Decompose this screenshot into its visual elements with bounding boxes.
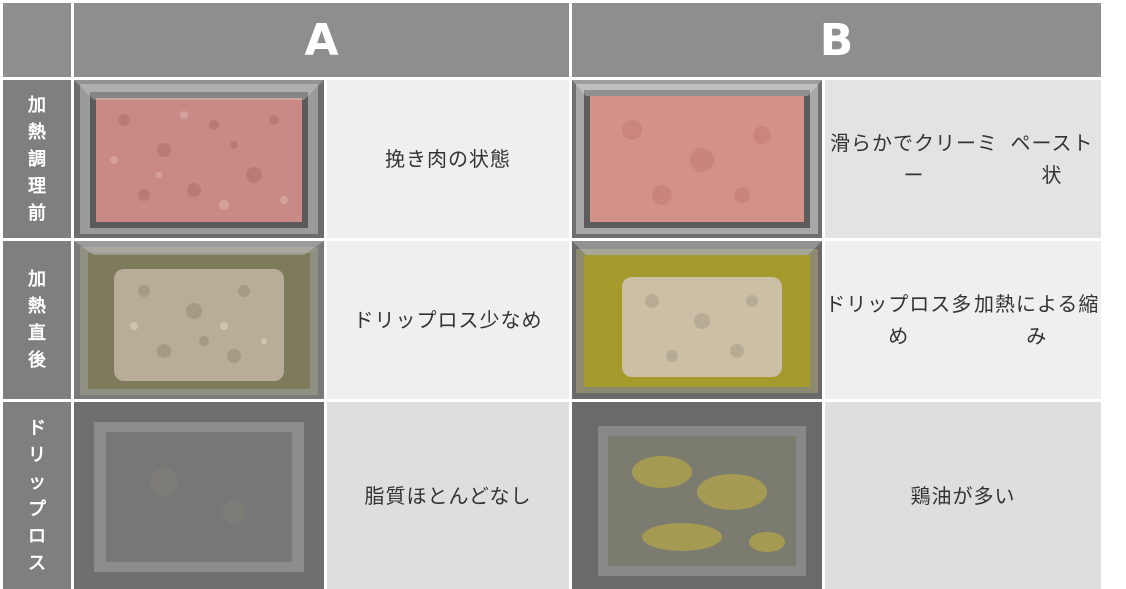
photo-b-cooked-oily	[572, 241, 822, 399]
a-drip-description: 脂質ほとんどなし	[327, 402, 569, 589]
photo-b-oily-tray	[572, 402, 822, 589]
b-drip-description: 鶏油が多い	[825, 402, 1101, 589]
table-corner	[3, 3, 71, 77]
a-after-description: ドリップロス少なめ	[327, 241, 569, 399]
a-before-description: 挽き肉の状態	[327, 80, 569, 238]
column-header-a: A	[74, 3, 569, 77]
row-label-drip-loss: ドリップロス	[3, 402, 71, 589]
column-header-b: B	[572, 3, 1101, 77]
photo-a-empty-tray	[74, 402, 324, 589]
photo-a-cooked-meat	[74, 241, 324, 399]
photo-a-raw-meat	[74, 80, 324, 238]
b-after-description: ドリップロス多め加熱による縮み	[825, 241, 1101, 399]
row-label-after-heating: 加熱直後	[3, 241, 71, 399]
b-before-description: 滑らかでクリーミーペースト状	[825, 80, 1101, 238]
photo-b-raw-paste	[572, 80, 822, 238]
row-label-before-heating: 加熱調理前	[3, 80, 71, 238]
